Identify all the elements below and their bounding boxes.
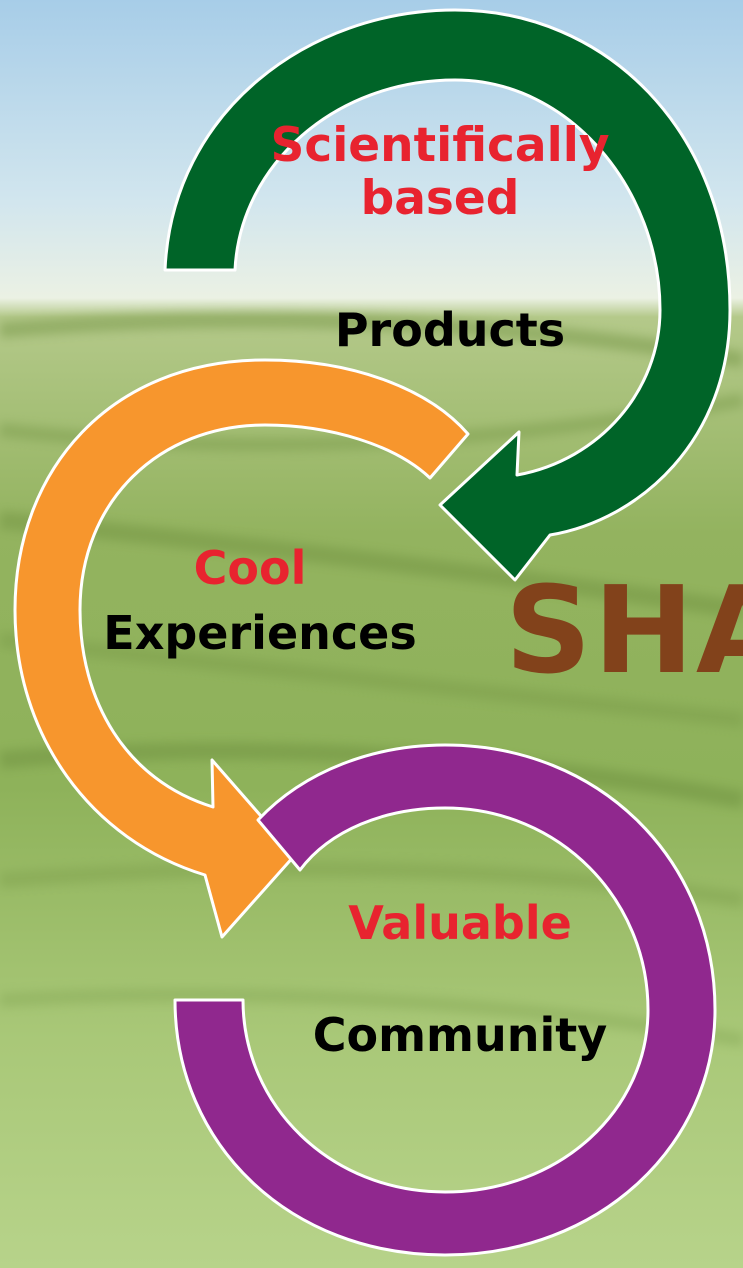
green-cycle-arrow [163,8,732,582]
products-qualifier-label: Scientifically based [270,118,610,226]
community-label: Community [312,1008,608,1062]
community-qualifier-label: Valuable [348,896,572,950]
products-label: Products [334,303,566,357]
orange-cycle-arrow [13,358,470,939]
share-heading-text: SHA [505,562,743,701]
experiences-label: Experiences [103,606,417,660]
purple-cycle-arrow [173,743,717,1257]
experiences-qualifier-label: Cool [193,541,307,595]
